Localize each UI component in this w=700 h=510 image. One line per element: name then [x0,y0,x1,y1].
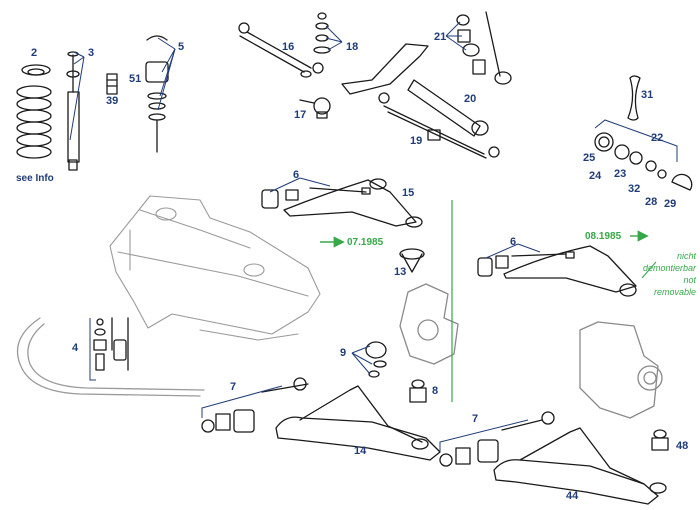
label-17: 17 [294,109,307,121]
label-48: 48 [676,440,689,452]
damper-20 [407,79,489,137]
clip-31 [627,75,641,121]
label-8: 8 [432,385,439,397]
see-info-note: see Info [16,173,54,184]
coil-spring [16,64,52,159]
label-32: 32 [628,183,641,195]
era-separators [320,200,657,402]
label-16: 16 [282,41,295,53]
steering-knuckle-right [579,321,663,419]
leader-lines [69,21,678,452]
boot-kit-9 [365,341,387,378]
upper-control-arm-15 [261,178,423,228]
center-link [341,43,429,95]
front-subframe [109,195,321,341]
label-7-left: 7 [230,381,237,393]
not-removable-note: nicht demontierbar not removable [626,250,696,298]
label-24: 24 [589,170,602,182]
label-29: 29 [664,198,677,210]
joint-boot-18 [313,12,331,54]
label-21: 21 [434,31,447,43]
upper-control-arm-new [477,245,637,297]
label-44: 44 [566,490,579,502]
strut-mount-stack [145,35,169,153]
ball-joint-17 [299,97,331,119]
note-line-1: nicht [676,251,696,261]
label-25: 25 [583,152,596,164]
ball-joint-48 [651,429,669,451]
ball-joint-13 [399,248,425,273]
date-early: 07.1985 [347,237,384,248]
label-2: 2 [31,47,38,59]
shock-absorber [66,51,80,171]
label-5: 5 [178,41,185,53]
label-31: 31 [641,89,654,101]
label-13: 13 [394,266,407,278]
wheel-bearing-kit-22 [594,132,693,191]
bushing-kit-7-right [439,411,555,467]
label-39: 39 [106,95,119,107]
link-kit-4 [93,317,129,371]
note-line-4: removable [653,287,696,297]
label-19: 19 [410,135,423,147]
bump-stop [106,73,118,95]
label-23: 23 [614,168,627,180]
steering-knuckle-center [399,283,459,365]
label-3: 3 [88,47,95,59]
label-18: 18 [346,41,359,53]
label-9: 9 [340,347,347,359]
label-51: 51 [129,73,142,85]
lower-control-arm-44 [493,427,667,505]
label-15: 15 [402,187,415,199]
label-20: 20 [464,93,477,105]
ball-joint-8 [409,379,427,403]
label-14: 14 [354,445,367,457]
label-6-late: 6 [510,236,517,248]
label-4: 4 [72,342,79,354]
label-6-early: 6 [293,169,300,181]
stabilizer-bar [16,317,205,397]
note-line-3: not [683,275,696,285]
date-late: 08.1985 [585,231,622,242]
lower-control-arm-14 [275,385,441,461]
bushing-kit-7-left [201,377,309,433]
tie-rod-16 [238,22,324,78]
drag-link-19 [378,92,500,159]
note-line-2: demontierbar [642,263,696,273]
label-28: 28 [645,196,658,208]
idler-arm-21 [456,11,512,85]
label-7-right: 7 [472,413,479,425]
label-22: 22 [651,132,664,144]
